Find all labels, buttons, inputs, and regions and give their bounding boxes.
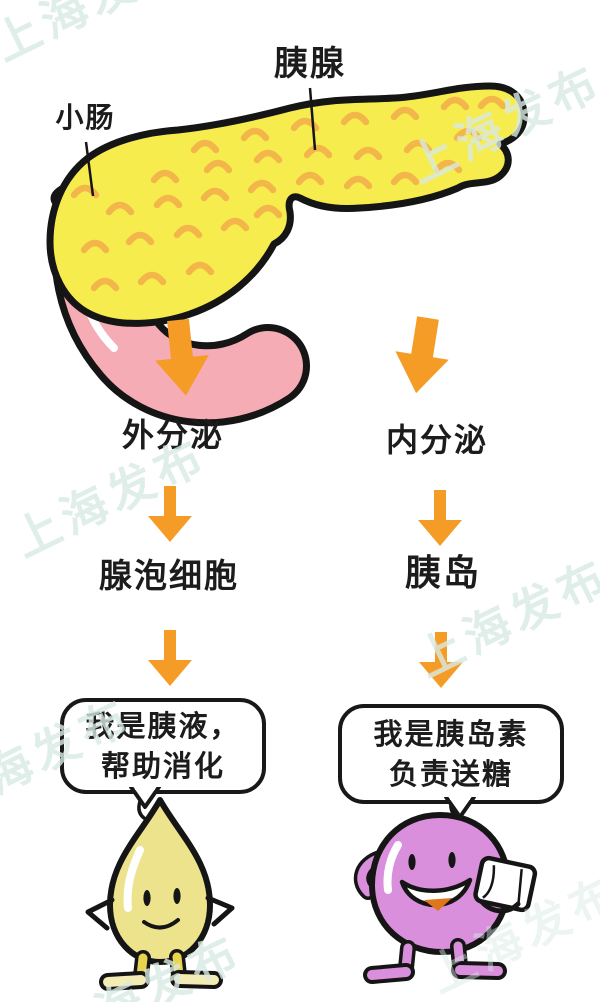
arm-right [205,895,235,927]
down-arrow-icon [148,486,192,542]
exocrine-label: 外分泌 [121,416,224,454]
bubble-tail [444,797,476,819]
tongue [424,898,452,911]
intestine-pointer-line [84,141,95,197]
ball-highlight [383,841,402,894]
down-arrow-icon [148,630,192,686]
bubble-tail [129,787,161,809]
droplet-highlight [123,846,144,912]
juice-droplet-character [85,797,235,991]
islets-label: 胰岛 [404,553,481,594]
eye [408,854,416,870]
bubble-text: 我是胰岛素 [373,716,529,751]
eye [448,852,456,868]
speech-bubble-right: 我是胰岛素 负责送糖 [338,704,564,804]
endocrine-label: 内分泌 [385,421,488,459]
pancreas-pointer-line [308,87,317,151]
pancreas-label: 胰腺 [274,44,346,84]
insulin-character [353,812,538,984]
foot [455,965,503,976]
small-intestine-label: 小肠 [55,101,116,134]
arm-left [85,897,115,931]
foot [367,967,411,980]
hand-on-cube [479,899,521,914]
down-arrow-icon [418,490,462,546]
down-arrow-icon [419,632,463,688]
sugar-cube [473,855,538,913]
acinar-cells-label: 腺泡细胞 [99,556,239,595]
eye [173,888,181,904]
bubble-text: 帮助消化 [100,749,225,783]
bubble-text: 我是胰液， [85,708,241,743]
speech-bubble-left: 我是胰液， 帮助消化 [60,698,266,794]
bubble-text: 负责送糖 [388,757,513,791]
foot [103,975,146,987]
pancreas-illustration [46,82,528,327]
smile [142,918,180,930]
down-arrow-icon [389,313,455,398]
eye [143,890,151,906]
foot [174,974,219,985]
open-mouth [399,877,473,908]
